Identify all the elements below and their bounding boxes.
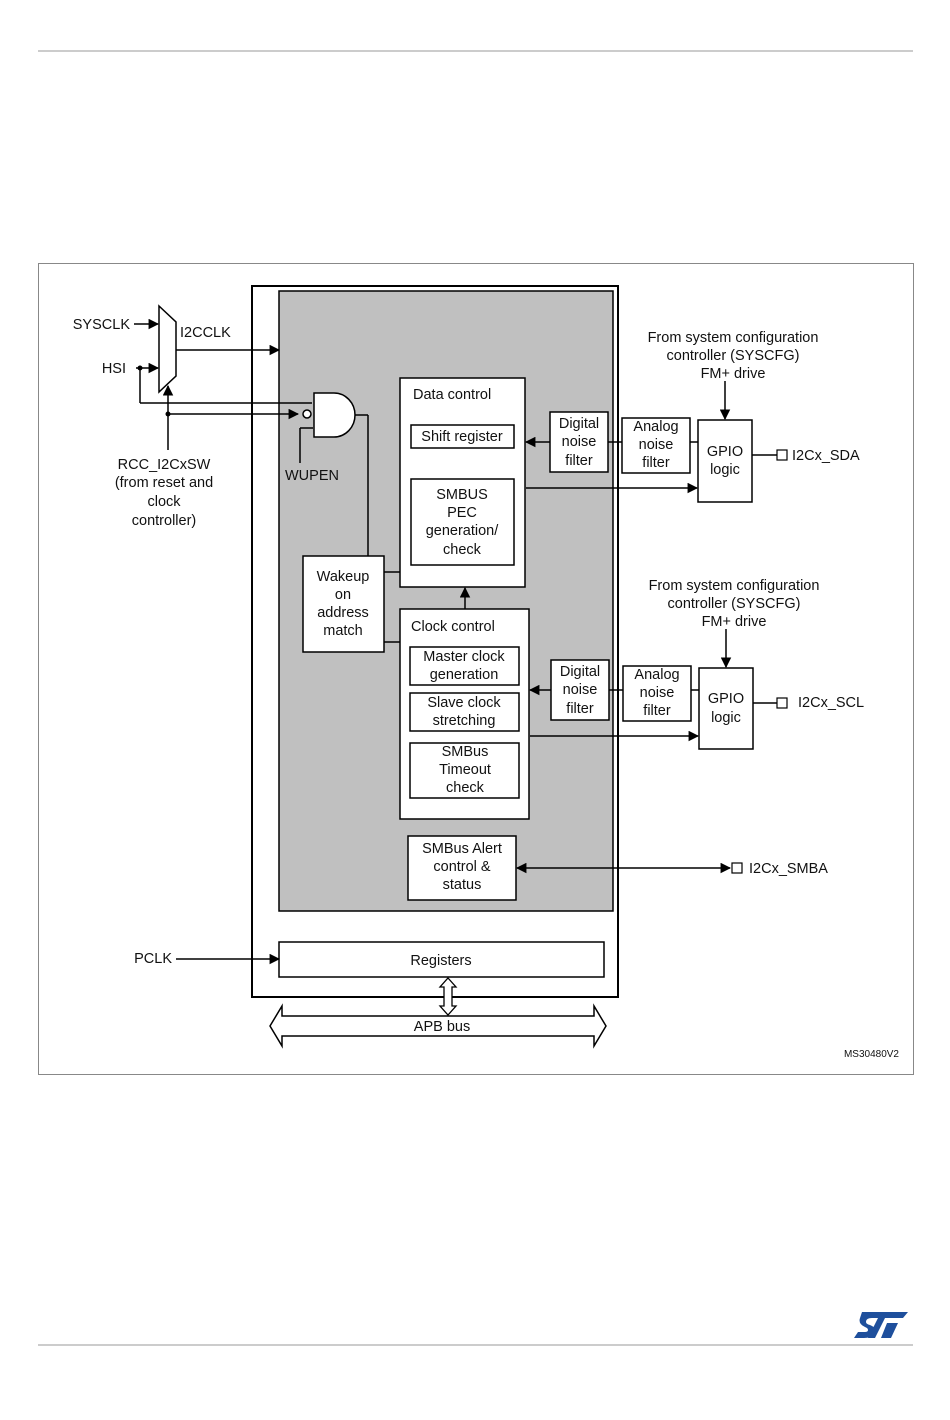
wakeup-label-2: on (335, 587, 351, 603)
sda-gpio-label-1: GPIO (707, 444, 743, 460)
wakeup-label-1: Wakeup (317, 569, 370, 585)
sda-pin-square (776, 449, 788, 461)
scl-syscfg-label-3: FM+ drive (702, 614, 767, 630)
registers-label: Registers (410, 953, 471, 969)
data-control-title: Data control (413, 387, 491, 403)
hsi-label: HSI (102, 361, 126, 377)
sda-pin-label: I2Cx_SDA (792, 448, 860, 464)
scl-gpio-label-2: logic (711, 710, 741, 726)
apb-bus-label: APB bus (414, 1019, 470, 1035)
sda-digital-label-2: noise (562, 434, 597, 450)
smbus-timeout-box (409, 742, 520, 799)
smbus-timeout-label-1: SMBus (442, 744, 489, 760)
registers-box (278, 941, 605, 978)
rcc-sw-label-3: clock (147, 494, 181, 510)
scl-digital-label-3: filter (566, 701, 594, 717)
wupen-label: WUPEN (285, 468, 339, 484)
rcc-sw-label-1: RCC_I2CxSW (118, 457, 211, 473)
apb-bus-shape (269, 1003, 607, 1049)
smbus-pec-label-2: PEC (447, 505, 477, 521)
smbus-alert-label-1: SMBus Alert (422, 841, 502, 857)
slave-clock-label-2: stretching (433, 713, 496, 729)
slave-clock-label-1: Slave clock (427, 695, 501, 711)
figure-id-label: MS30480V2 (844, 1049, 899, 1060)
rcc-sw-label-2: (from reset and (115, 475, 213, 491)
scl-syscfg-label-1: From system configuration (649, 578, 820, 594)
scl-analog-label-2: noise (640, 685, 675, 701)
wakeup-label-4: match (323, 623, 363, 639)
clock-control-title: Clock control (411, 619, 495, 635)
scl-analog-label-3: filter (643, 703, 671, 719)
scl-digital-label-1: Digital (560, 664, 600, 680)
master-clock-label-2: generation (430, 667, 499, 683)
figure-frame (38, 263, 914, 1075)
sda-syscfg-label-1: From system configuration (648, 330, 819, 346)
smbus-alert-label-3: status (443, 877, 482, 893)
smbus-alert-box (407, 835, 517, 901)
registers-bus-link (438, 977, 458, 1016)
smbus-alert-label-2: control & (433, 859, 491, 875)
scl-gpio-label-1: GPIO (708, 691, 744, 707)
sda-digital-label-1: Digital (559, 416, 599, 432)
pclk-label: PCLK (134, 951, 172, 967)
shift-register-label: Shift register (421, 429, 503, 445)
st-logo-icon (854, 1312, 908, 1338)
master-clock-box (409, 646, 520, 686)
scl-digital-filter-box (550, 659, 610, 721)
sda-analog-filter-box (621, 417, 691, 474)
sda-gpio-box (697, 419, 753, 503)
inverter-bubble (302, 409, 312, 419)
wakeup-box (302, 555, 385, 653)
scl-analog-label-1: Analog (634, 667, 679, 683)
slave-clock-box (409, 692, 520, 732)
rcc-sw-label-4: controller) (132, 513, 196, 529)
sda-digital-label-3: filter (565, 453, 593, 469)
sysclk-label: SYSCLK (73, 317, 131, 333)
sda-analog-label-2: noise (639, 437, 674, 453)
sda-analog-label-3: filter (642, 455, 670, 471)
smbus-pec-label-4: check (443, 542, 482, 558)
clock-mux (158, 304, 177, 394)
smba-pin-square (731, 862, 743, 874)
scl-pin-label: I2Cx_SCL (798, 695, 864, 711)
master-clock-label-1: Master clock (423, 649, 505, 665)
shift-register-box (410, 424, 515, 449)
sda-syscfg-label-3: FM+ drive (701, 366, 766, 382)
peripheral-outer-box (251, 285, 619, 998)
smba-pin-label: I2Cx_SMBA (749, 861, 828, 877)
scl-gpio-box (698, 667, 754, 750)
smbus-pec-box (410, 478, 515, 566)
smbus-pec-label-3: generation/ (426, 523, 500, 539)
smbus-pec-label-1: SMBUS (436, 487, 488, 503)
wakeup-label-3: address (317, 605, 369, 621)
and-gate (313, 392, 356, 438)
smbus-timeout-label-3: check (446, 780, 485, 796)
sda-digital-filter-box (549, 411, 609, 473)
scl-pin-square (776, 697, 788, 709)
scl-analog-filter-box (622, 665, 692, 722)
smbus-timeout-label-2: Timeout (439, 762, 491, 778)
sda-syscfg-label-2: controller (SYSCFG) (667, 348, 800, 364)
sda-analog-label-1: Analog (633, 419, 678, 435)
scl-digital-label-2: noise (563, 682, 598, 698)
scl-syscfg-label-2: controller (SYSCFG) (668, 596, 801, 612)
i2cclk-label: I2CCLK (180, 325, 231, 341)
sda-gpio-label-2: logic (710, 462, 740, 478)
